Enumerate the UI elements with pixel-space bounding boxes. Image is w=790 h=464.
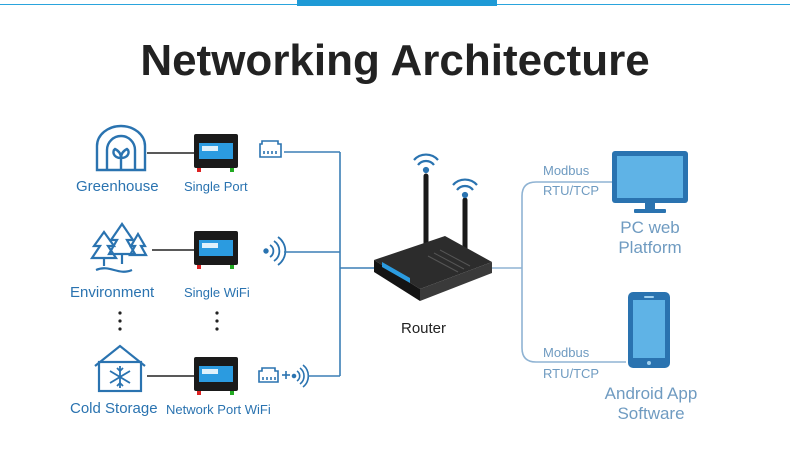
left-bus-lines <box>284 151 376 377</box>
android-app-line1: Android App <box>604 384 698 403</box>
router-label: Router <box>401 320 447 337</box>
monitor-icon <box>612 151 688 213</box>
pc-platform-line1: PC web <box>620 218 680 237</box>
ellipsis-dots <box>118 311 219 331</box>
single-port-label: Single Port <box>184 179 248 194</box>
router-wifi-icon <box>413 153 478 199</box>
device-network-port-wifi <box>194 357 238 395</box>
protocol-top-line2: RTU/TCP <box>543 183 600 198</box>
device-single-port <box>194 134 238 172</box>
device-single-wifi <box>194 231 238 269</box>
single-wifi-label: Single WiFi <box>184 285 250 300</box>
greenhouse-label: Greenhouse <box>76 178 159 195</box>
phone-icon <box>628 292 670 368</box>
environment-label: Environment <box>70 284 155 301</box>
pc-platform-line2: Platform <box>618 238 682 257</box>
android-app-label: Android App Software <box>586 384 716 424</box>
ethernet-plus-wifi-icon <box>258 364 310 388</box>
ethernet-port-icon <box>259 140 282 158</box>
cold-storage-label: Cold Storage <box>70 400 158 417</box>
right-bus-lines <box>492 181 626 363</box>
page-title: Networking Architecture <box>140 36 650 85</box>
protocol-top-line1: Modbus <box>543 163 590 178</box>
protocol-bottom-line1: Modbus <box>543 345 590 360</box>
router-icon <box>374 173 492 301</box>
pc-platform-label: PC web Platform <box>590 218 710 258</box>
protocol-bottom-line2: RTU/TCP <box>543 366 600 381</box>
android-app-line2: Software <box>617 404 685 423</box>
trees-icon <box>89 222 148 273</box>
icon-device-links <box>147 152 194 377</box>
wifi-signal-icon <box>263 236 287 266</box>
cold-storage-icon <box>94 344 146 393</box>
greenhouse-icon <box>95 124 147 172</box>
top-accent-bar <box>297 0 497 6</box>
network-port-wifi-label: Network Port WiFi <box>166 402 271 417</box>
